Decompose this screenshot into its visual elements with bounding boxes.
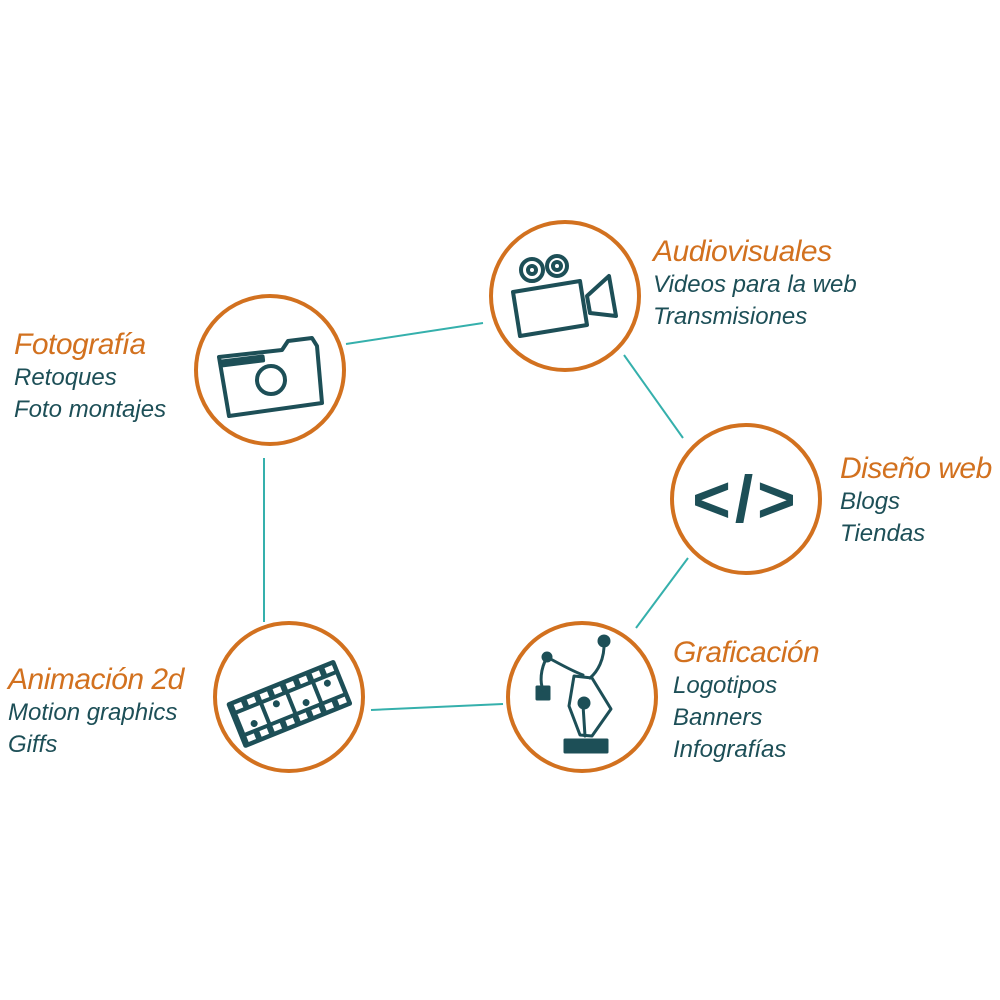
node-title-audiovisuales: Audiovisuales <box>653 235 832 268</box>
ring-fotografia <box>194 294 346 446</box>
ring-diseno-web <box>670 423 822 575</box>
label-graficacion: Graficación Logotipos Banners Infografía… <box>673 636 820 766</box>
node-item: Logotipos <box>673 672 778 699</box>
node-item: Banners <box>673 704 763 731</box>
camera-icon <box>217 336 324 418</box>
node-item: Blogs <box>840 488 901 515</box>
pen-tool-icon <box>535 634 613 754</box>
connectors <box>263 322 689 711</box>
label-fotografia: Fotografía Retoques Foto montajes <box>14 328 166 426</box>
label-animacion: Animación 2d Motion graphics Giffs <box>8 663 184 761</box>
node-title-diseno-web: Diseño web <box>840 452 992 485</box>
connector-graficacion-animacion <box>370 703 504 711</box>
label-diseno-web: Diseño web Blogs Tiendas <box>840 452 992 550</box>
node-item: Transmisiones <box>653 303 808 330</box>
node-item: Motion graphics <box>8 699 178 726</box>
node-item: Retoques <box>14 364 117 391</box>
node-item: Videos para la web <box>653 271 857 298</box>
node-title-graficacion: Graficación <box>673 636 820 669</box>
connector-fotografia-audiovisuales <box>345 322 484 345</box>
film-strip-icon <box>226 660 353 748</box>
connector-diseno-web-graficacion <box>635 557 689 629</box>
node-title-animacion: Animación 2d <box>8 663 184 696</box>
code-icon: </> <box>692 462 799 536</box>
node-item: Infografías <box>673 736 787 763</box>
label-audiovisuales: Audiovisuales Videos para la web Transmi… <box>653 235 857 333</box>
node-item: Giffs <box>8 731 58 758</box>
node-item: Foto montajes <box>14 396 167 423</box>
node-item: Tiendas <box>840 520 926 547</box>
node-title-fotografia: Fotografía <box>14 328 146 361</box>
connector-audiovisuales-diseno-web <box>623 354 684 439</box>
video-camera-icon <box>511 254 618 338</box>
